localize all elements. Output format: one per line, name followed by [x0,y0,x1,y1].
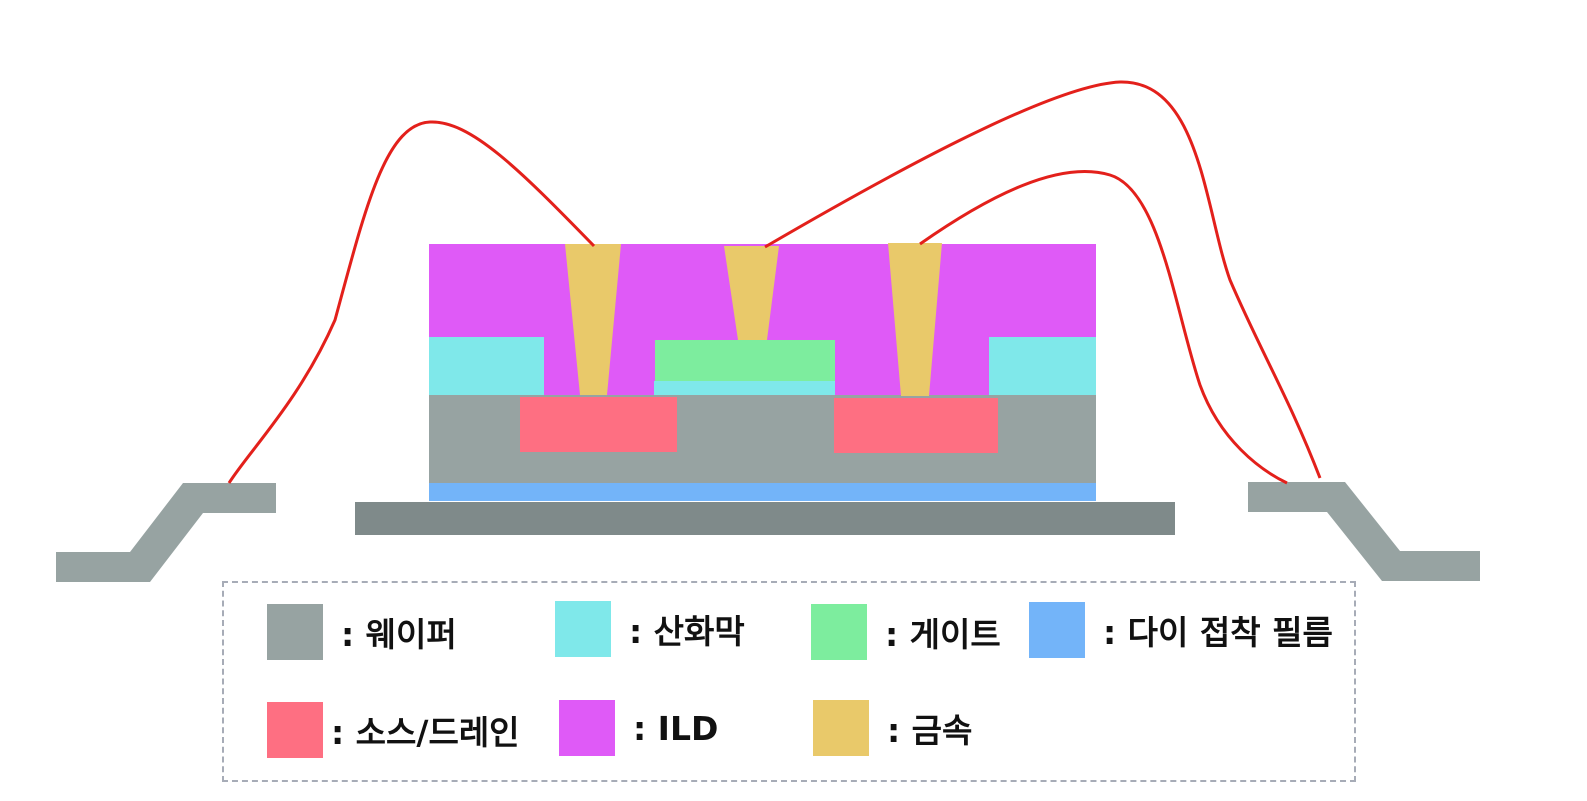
legend-swatch-source-drain [267,702,323,758]
legend: : 웨이퍼 : 산화막 : 게이트 : 다이 접착 필름 : 소스/드레인 : … [222,581,1356,782]
gate-oxide [654,381,835,395]
legend-label-source-drain: : 소스/드레인 [331,713,520,752]
legend-swatch-oxide [555,601,611,657]
metal-via-gate [724,246,779,340]
legend-label-wafer: : 웨이퍼 [341,615,457,654]
metal-via-drain [888,243,942,396]
legend-label-ild: : ILD [633,708,719,748]
oxide-block-left [429,337,544,395]
metal-via-source [565,244,621,395]
legend-swatch-gate [811,604,867,660]
source-region [520,397,677,452]
lead-frame-left [56,483,276,582]
legend-swatch-ild [559,700,615,756]
legend-swatch-wafer [267,604,323,660]
legend-swatch-metal [813,700,869,756]
package-substrate [355,502,1175,535]
legend-item-ild: : ILD [559,700,718,756]
drain-region [834,398,998,453]
oxide-block-right [989,337,1096,395]
legend-label-oxide: : 산화막 [629,612,745,651]
lead-frame-right [1248,482,1480,581]
bond-wire-gate-to-right-lead [764,80,1322,479]
bond-wire-source-to-left-lead [227,120,596,484]
legend-swatch-die-attach-film [1029,602,1085,658]
legend-label-gate: : 게이트 [885,615,1001,654]
gate-electrode [655,340,835,381]
bond-wire-drain-to-right-lead [919,170,1288,485]
die-attach-film-layer [429,483,1096,501]
legend-label-die-attach-film: : 다이 접착 필름 [1103,613,1333,652]
legend-item-oxide: : 산화막 [555,601,745,657]
legend-item-wafer: : 웨이퍼 [267,604,457,660]
legend-item-metal: : 금속 [813,700,972,756]
legend-item-gate: : 게이트 [811,604,1001,660]
legend-item-die-attach-film: : 다이 접착 필름 [1029,602,1333,658]
legend-item-source-drain: : 소스/드레인 [267,702,520,758]
legend-label-metal: : 금속 [887,711,973,750]
